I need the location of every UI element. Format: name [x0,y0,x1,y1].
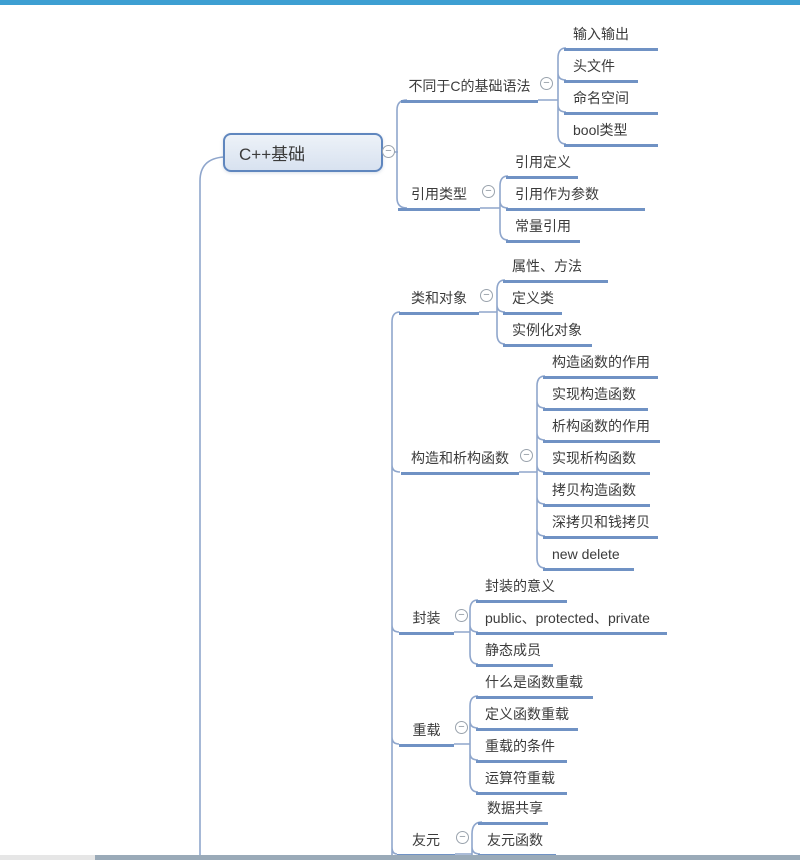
subtopic-node[interactable]: 引用作为参数 [506,181,645,211]
subtopic-node[interactable]: 运算符重载 [476,765,567,795]
topic-label: 友元 [412,832,440,848]
subtopic-label: public、protected、private [485,610,650,626]
topic-label: 封装 [412,610,441,626]
subtopic-label: 析构函数的作用 [552,418,650,434]
subtopic-label: 引用定义 [515,154,571,170]
subtopic-node[interactable]: 重载的条件 [476,733,567,763]
subtopic-node[interactable]: 定义类 [503,285,562,315]
subtopic-label: 什么是函数重载 [485,674,583,690]
topic-node[interactable]: 构造和析构函数 [401,445,519,475]
subtopic-node[interactable]: 实例化对象 [503,317,592,347]
subtopic-node[interactable]: 封装的意义 [476,573,567,603]
collapse-icon[interactable]: − [540,77,553,90]
subtopic-label: 常量引用 [515,218,571,234]
subtopic-node[interactable]: 头文件 [564,53,638,83]
subtopic-node[interactable]: 命名空间 [564,85,658,115]
subtopic-node[interactable]: 实现析构函数 [543,445,650,475]
subtopic-label: 定义类 [512,290,554,306]
subtopic-label: 属性、方法 [512,258,582,274]
subtopic-label: 实现构造函数 [552,386,636,402]
subtopic-label: 深拷贝和钱拷贝 [552,514,650,530]
subtopic-node[interactable]: 输入输出 [564,21,658,51]
subtopic-label: 数据共享 [487,800,543,816]
topic-node[interactable]: 引用类型 [398,181,480,211]
subtopic-label: bool类型 [573,122,628,138]
subtopic-label: 运算符重载 [485,770,555,786]
subtopic-node[interactable]: 友元函数 [478,827,556,857]
root-label: C++基础 [239,145,306,164]
subtopic-label: 命名空间 [573,90,629,106]
window-top-accent-bar [0,0,800,5]
topic-node[interactable]: 类和对象 [399,285,479,315]
subtopic-label: new delete [552,546,620,562]
topic-label: 类和对象 [411,290,467,306]
subtopic-label: 拷贝构造函数 [552,482,636,498]
subtopic-label: 头文件 [573,58,615,74]
topic-label: 构造和析构函数 [411,450,509,466]
topic-node[interactable]: 友元 [397,827,455,857]
subtopic-node[interactable]: 定义函数重载 [476,701,578,731]
topic-label: 引用类型 [411,186,467,202]
collapse-icon[interactable]: − [455,721,468,734]
subtopic-node[interactable]: 拷贝构造函数 [543,477,650,507]
subtopic-label: 静态成员 [485,642,541,658]
subtopic-label: 友元函数 [487,832,543,848]
topic-node[interactable]: 封装 [399,605,454,635]
collapse-icon[interactable]: − [482,185,495,198]
topic-node[interactable]: 不同于C的基础语法 [401,73,538,103]
subtopic-label: 引用作为参数 [515,186,599,202]
topic-node[interactable]: 重载 [399,717,454,747]
subtopic-label: 封装的意义 [485,578,555,594]
collapse-icon[interactable]: − [455,609,468,622]
subtopic-label: 实现析构函数 [552,450,636,466]
subtopic-node[interactable]: 属性、方法 [503,253,608,283]
subtopic-node[interactable]: 数据共享 [478,795,548,825]
subtopic-node[interactable]: 构造函数的作用 [543,349,658,379]
collapse-icon[interactable]: − [456,831,469,844]
subtopic-label: 定义函数重载 [485,706,569,722]
subtopic-node[interactable]: 常量引用 [506,213,580,243]
subtopic-label: 实例化对象 [512,322,582,338]
subtopic-label: 输入输出 [573,26,629,42]
subtopic-node[interactable]: 引用定义 [506,149,578,179]
collapse-icon[interactable]: − [382,145,395,158]
subtopic-node[interactable]: public、protected、private [476,605,667,635]
horizontal-scrollbar-thumb[interactable] [95,855,800,860]
subtopic-node[interactable]: 深拷贝和钱拷贝 [543,509,658,539]
subtopic-node[interactable]: 实现构造函数 [543,381,648,411]
subtopic-label: 构造函数的作用 [552,354,650,370]
subtopic-label: 重载的条件 [485,738,555,754]
subtopic-node[interactable]: 什么是函数重载 [476,669,593,699]
topic-label: 不同于C的基础语法 [408,78,531,94]
subtopic-node[interactable]: new delete [543,541,634,571]
subtopic-node[interactable]: 析构函数的作用 [543,413,660,443]
root-node-cpp-basics[interactable]: C++基础 [223,133,383,172]
collapse-icon[interactable]: − [480,289,493,302]
collapse-icon[interactable]: − [520,449,533,462]
subtopic-node[interactable]: 静态成员 [476,637,553,667]
subtopic-node[interactable]: bool类型 [564,117,658,147]
topic-label: 重载 [412,722,441,738]
